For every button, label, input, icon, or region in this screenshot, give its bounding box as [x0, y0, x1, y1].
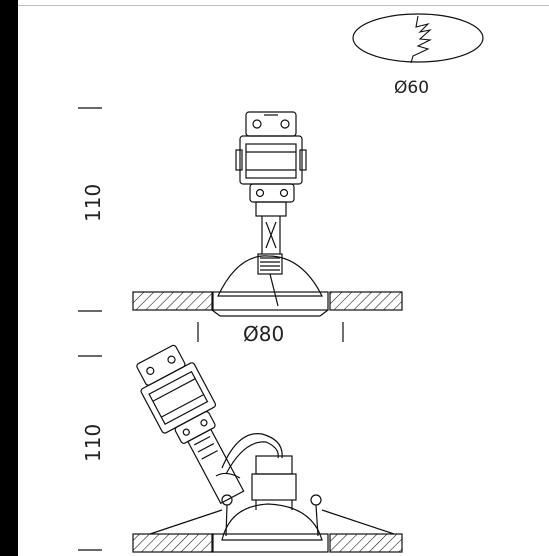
ceiling-section-top	[132, 291, 403, 311]
frame-left-bar	[0, 0, 18, 556]
height-label-bottom: 110	[81, 424, 105, 462]
frame-top-border	[0, 0, 549, 6]
cutout-icon	[352, 13, 484, 64]
diameter-dimension	[197, 322, 344, 342]
height-dimension-bottom	[78, 355, 102, 551]
height-label-top: 110	[81, 184, 105, 222]
height-dimension-top	[78, 107, 102, 312]
ceiling-section-bottom	[132, 533, 403, 553]
luminaire-front-view	[211, 111, 329, 317]
luminaire-side-view	[136, 344, 395, 553]
cutout-diameter-label: Ø60	[394, 78, 429, 98]
outer-diameter-label: Ø80	[243, 322, 284, 346]
